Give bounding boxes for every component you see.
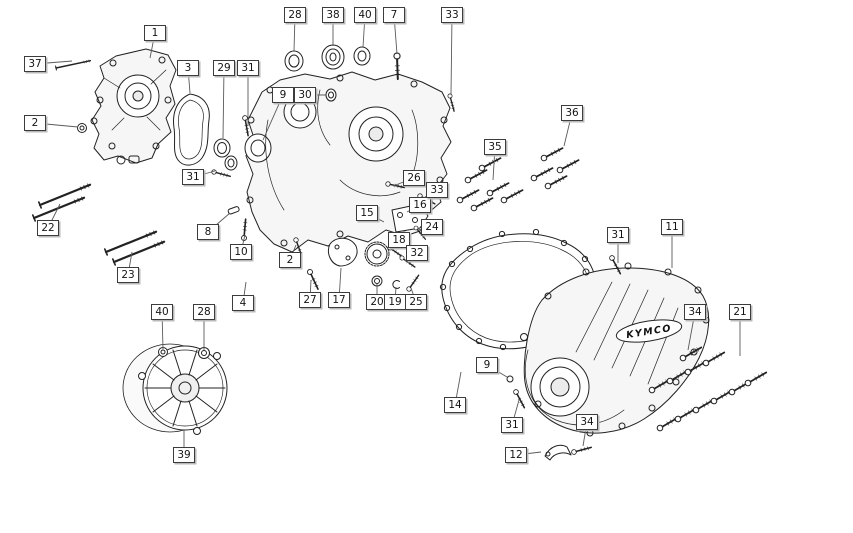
callout-10[interactable]: 10 (230, 244, 252, 260)
callout-14[interactable]: 14 (444, 397, 466, 413)
callout-40[interactable]: 40 (354, 7, 376, 23)
callout-36[interactable]: 36 (561, 105, 583, 121)
screws-36 (529, 144, 581, 191)
stud-bolts-23 (103, 227, 167, 267)
bolt-37 (54, 57, 92, 71)
callout-31[interactable]: 31 (182, 169, 204, 185)
bolt-31-b (210, 168, 232, 180)
callout-24[interactable]: 24 (421, 219, 443, 235)
callout-16[interactable]: 16 (409, 197, 431, 213)
bearing-38 (321, 44, 345, 70)
callout-22[interactable]: 22 (37, 220, 59, 236)
crankcase-half-left (77, 48, 177, 165)
callout-26[interactable]: 26 (403, 170, 425, 186)
callout-33[interactable]: 33 (426, 182, 448, 198)
callout-20[interactable]: 20 (366, 294, 388, 310)
callout-31[interactable]: 31 (607, 227, 629, 243)
oil-pump-cluster (227, 180, 437, 293)
callout-35[interactable]: 35 (484, 139, 506, 155)
oil-seal-29 (213, 138, 238, 171)
callout-27[interactable]: 27 (299, 292, 321, 308)
callout-7[interactable]: 7 (383, 7, 405, 23)
callout-17[interactable]: 17 (328, 292, 350, 308)
callout-38[interactable]: 38 (322, 7, 344, 23)
callout-25[interactable]: 25 (405, 294, 427, 310)
washer-40-top (353, 46, 371, 66)
callout-31[interactable]: 31 (501, 417, 523, 433)
callout-1[interactable]: 1 (144, 25, 166, 41)
callout-12[interactable]: 12 (505, 447, 527, 463)
callout-28[interactable]: 28 (284, 7, 306, 23)
cvt-cover-11: KYMCO (506, 254, 710, 437)
callout-9[interactable]: 9 (272, 87, 294, 103)
callout-33[interactable]: 33 (441, 7, 463, 23)
callout-4[interactable]: 4 (232, 295, 254, 311)
callout-21[interactable]: 21 (729, 304, 751, 320)
screws-35 (455, 154, 525, 213)
callout-29[interactable]: 29 (213, 60, 235, 76)
callout-23[interactable]: 23 (117, 267, 139, 283)
callout-2[interactable]: 2 (279, 252, 301, 268)
callout-2[interactable]: 2 (24, 115, 46, 131)
callout-32[interactable]: 32 (406, 245, 428, 261)
callout-19[interactable]: 19 (384, 294, 406, 310)
cooling-fan-39 (122, 343, 228, 435)
callout-34[interactable]: 34 (576, 414, 598, 430)
callout-9[interactable]: 9 (476, 357, 498, 373)
stud-bolts-22 (31, 180, 93, 223)
callout-28[interactable]: 28 (193, 304, 215, 320)
seal-28-top (284, 50, 304, 72)
callout-11[interactable]: 11 (661, 219, 683, 235)
callout-37[interactable]: 37 (24, 56, 46, 72)
callout-30[interactable]: 30 (294, 87, 316, 103)
callout-40[interactable]: 40 (151, 304, 173, 320)
clamp-12 (544, 444, 572, 461)
callout-15[interactable]: 15 (356, 205, 378, 221)
callout-3[interactable]: 3 (177, 60, 199, 76)
washer-30 (325, 88, 337, 102)
callout-31[interactable]: 31 (237, 60, 259, 76)
screw-34-b (570, 444, 593, 456)
callout-34[interactable]: 34 (684, 304, 706, 320)
callout-18[interactable]: 18 (388, 232, 410, 248)
callout-8[interactable]: 8 (197, 224, 219, 240)
gasket-3 (173, 93, 210, 166)
callout-39[interactable]: 39 (173, 447, 195, 463)
